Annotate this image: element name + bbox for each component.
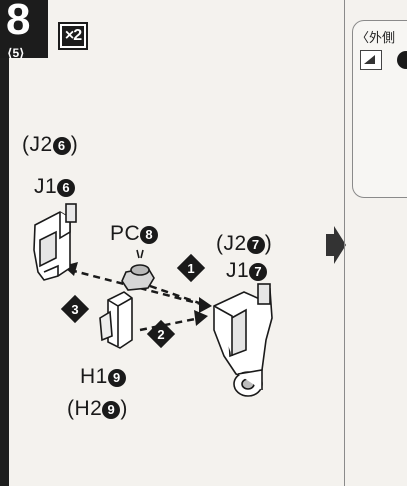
panel-divider bbox=[344, 0, 345, 486]
step-marker-2-text: 2 bbox=[157, 327, 164, 342]
arrow-head bbox=[199, 297, 212, 313]
dashed-arrow-line bbox=[149, 284, 206, 307]
side-note-title: 〈外側 bbox=[356, 30, 396, 45]
part-number-badge: 7 bbox=[249, 263, 268, 281]
step-marker-1-text: 1 bbox=[187, 261, 194, 276]
arrow-head bbox=[194, 310, 208, 326]
step-header: 8 ⟨5⟩ bbox=[0, 0, 48, 60]
dashed-arrow-line bbox=[139, 316, 201, 332]
step-sub-number: ⟨5⟩ bbox=[7, 46, 25, 60]
part-h1-9-drawing bbox=[99, 291, 133, 349]
part-number-badge: 7 bbox=[246, 236, 265, 254]
step-marker-3-text: 3 bbox=[71, 302, 78, 317]
step-marker-1: 1 bbox=[176, 253, 206, 283]
next-step-arrow-icon bbox=[326, 226, 346, 264]
step-marker-3: 3 bbox=[60, 294, 90, 324]
part-j1-6-drawing bbox=[33, 203, 77, 281]
left-edge-strip bbox=[0, 0, 9, 486]
part-pc-8-drawing bbox=[121, 249, 155, 291]
part-number-badge: 8 bbox=[140, 226, 159, 244]
quantity-badge: ×2 bbox=[58, 22, 88, 50]
side-note-box bbox=[352, 20, 407, 198]
step-marker-2: 2 bbox=[146, 319, 176, 349]
part-number-badge: 6 bbox=[52, 137, 71, 155]
part-number-badge: 9 bbox=[102, 401, 121, 419]
part-number-badge: 9 bbox=[107, 369, 126, 387]
quantity-multiplier: ×2 bbox=[62, 26, 84, 46]
cutter-icon bbox=[360, 50, 382, 70]
part-number-badge: 6 bbox=[57, 179, 76, 197]
part-j1-7-drawing bbox=[213, 283, 273, 397]
step-number: 8 bbox=[6, 0, 31, 44]
number-circle-icon bbox=[397, 51, 407, 69]
